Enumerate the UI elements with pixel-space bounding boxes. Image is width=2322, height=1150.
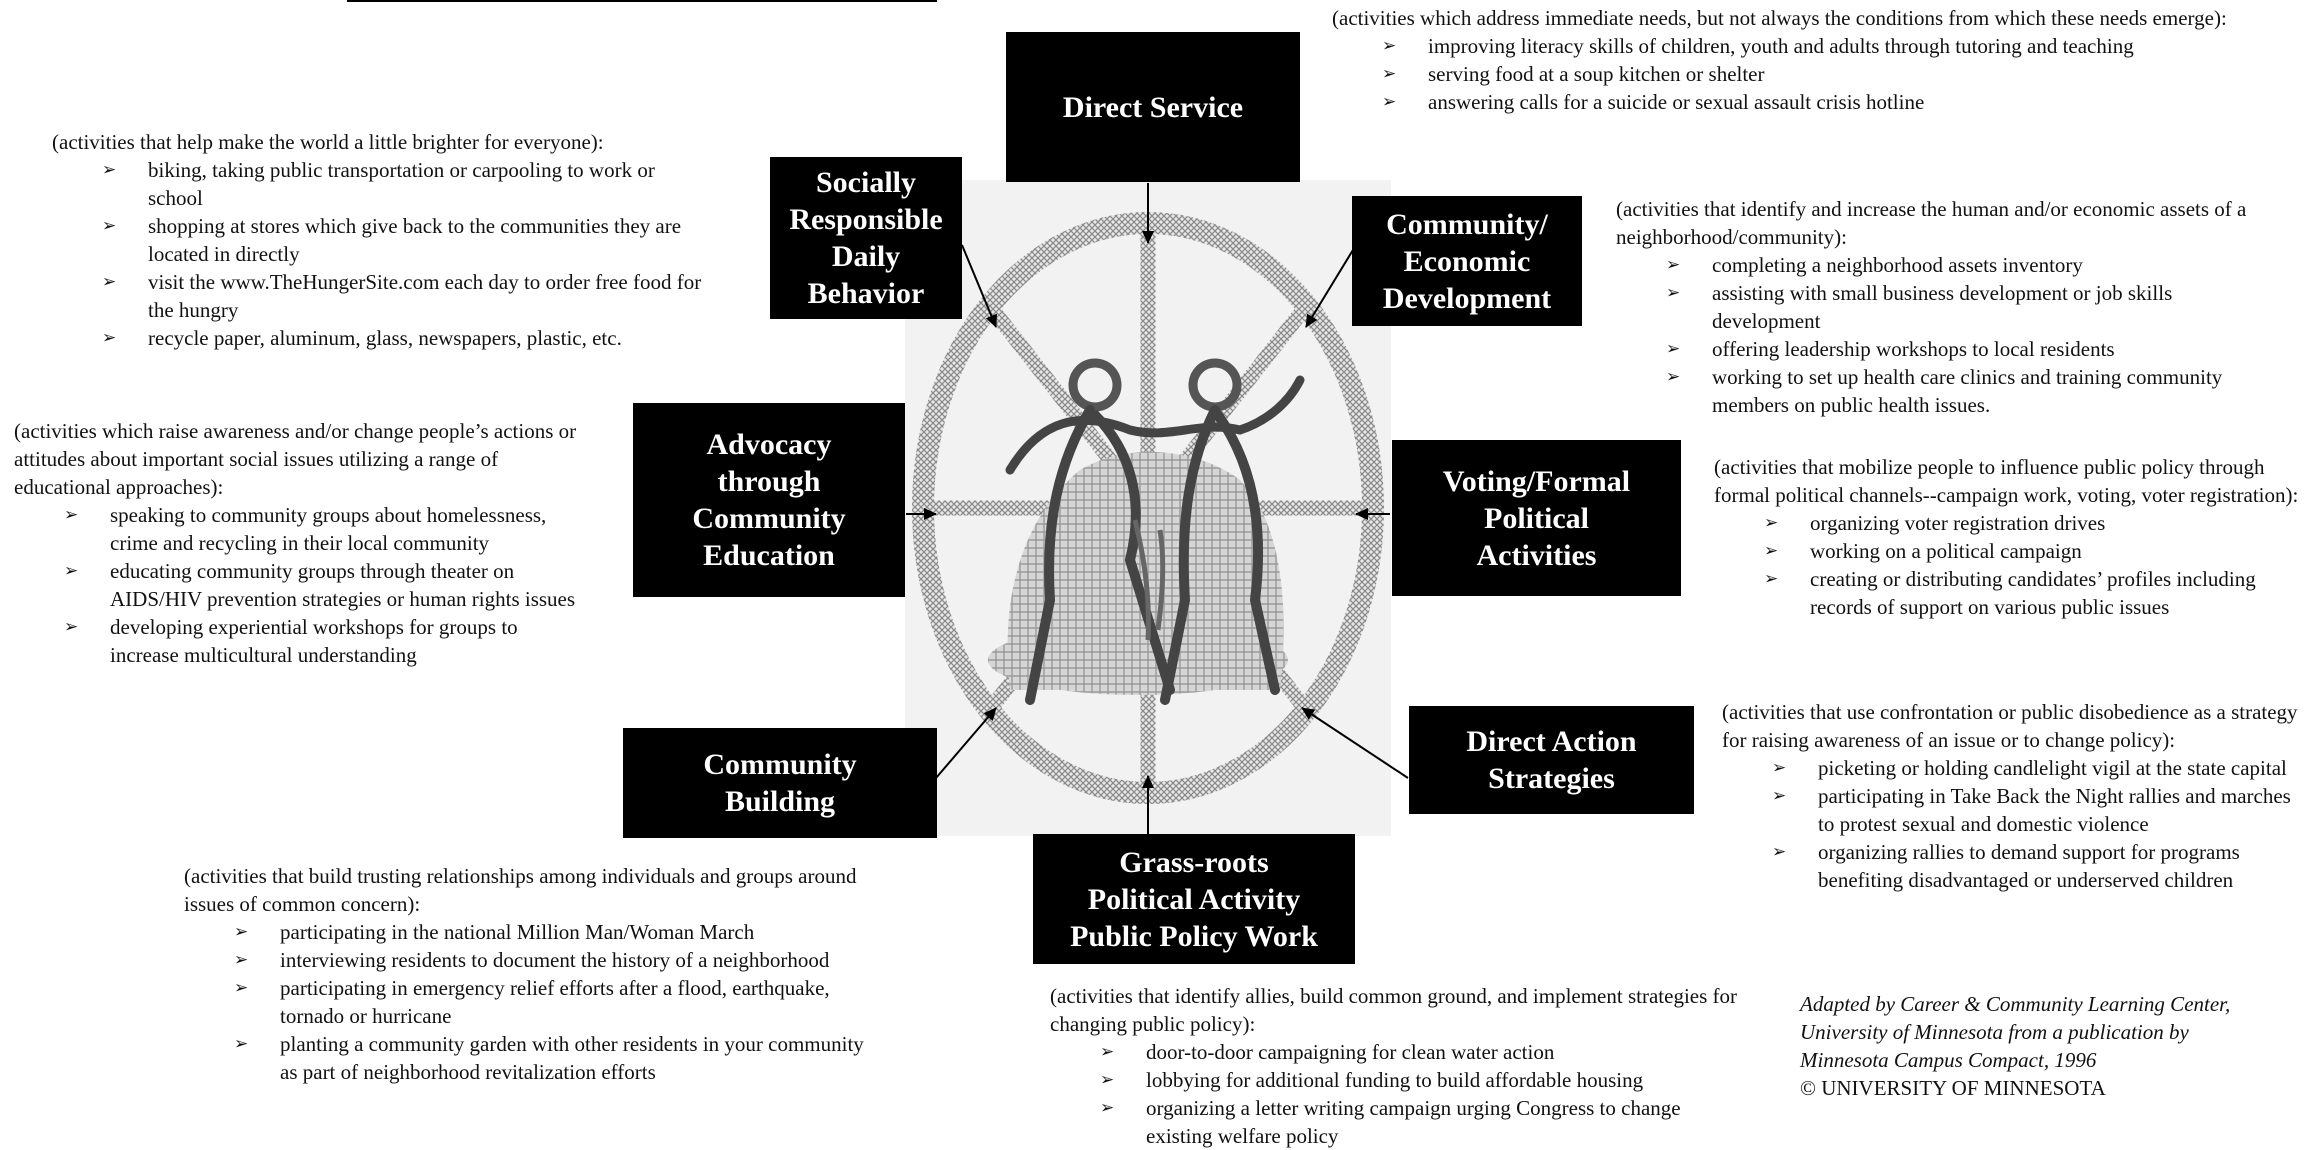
bullet-arrow-icon: ➢ (1666, 255, 1681, 275)
list-item: ➢educating community groups through thea… (64, 559, 576, 611)
copyright-line: © UNIVERSITY OF MINNESOTA (1800, 1076, 2106, 1100)
bullet-arrow-icon: ➢ (1772, 758, 1787, 778)
category-box-direct-service: Direct Service (1006, 32, 1300, 182)
bullet-arrow-icon: ➢ (102, 160, 117, 180)
bullet-arrow-icon: ➢ (234, 950, 249, 970)
description-community-economic: (activities that identify and increase t… (1616, 195, 2296, 419)
bullet-arrow-icon: ➢ (1382, 92, 1397, 112)
connector-arrows (906, 183, 1409, 834)
description-direct-service: (activities which address immediate need… (1332, 4, 2232, 116)
bullet-arrow-icon: ➢ (1100, 1070, 1115, 1090)
list-item: ➢organizing a letter writing campaign ur… (1100, 1096, 1681, 1148)
bullet-arrow-icon: ➢ (1382, 64, 1397, 84)
list-item: ➢completing a neighborhood assets invent… (1666, 253, 2083, 277)
description-voting: (activities that mobilize people to infl… (1714, 453, 2314, 621)
bullet-arrow-icon: ➢ (1382, 36, 1397, 56)
list-item: ➢participating in Take Back the Night ra… (1772, 784, 2291, 836)
list-item: ➢organizing voter registration drives (1764, 511, 2106, 535)
list-item: ➢participating in emergency relief effor… (234, 976, 830, 1028)
credit-note: Adapted by Career & Community Learning C… (1800, 990, 2230, 1102)
bullet-arrow-icon: ➢ (1764, 569, 1779, 589)
description-intro: (activities that identify allies, build … (1050, 984, 1738, 1036)
list-item: ➢interviewing residents to document the … (234, 948, 830, 972)
bullet-arrow-icon: ➢ (1764, 513, 1779, 533)
description-intro: (activities which raise awareness and/or… (14, 419, 577, 499)
list-item: ➢working on a political campaign (1764, 539, 2082, 563)
bullet-arrow-icon: ➢ (1764, 541, 1779, 561)
bullet-arrow-icon: ➢ (234, 978, 249, 998)
description-intro: (activities that use confrontation or pu… (1722, 700, 2298, 752)
list-item: ➢creating or distributing candidates’ pr… (1764, 567, 2256, 619)
description-intro: (activities which address immediate need… (1332, 6, 2227, 30)
description-grassroots: (activities that identify allies, build … (1050, 982, 1750, 1150)
bullet-arrow-icon: ➢ (1666, 339, 1681, 359)
description-intro: (activities that build trusting relation… (184, 864, 857, 916)
credit-line: Minnesota Campus Compact, 1996 (1800, 1048, 2097, 1072)
list-item: ➢door-to-door campaigning for clean wate… (1100, 1040, 1555, 1064)
list-item: ➢biking, taking public transportation or… (102, 158, 655, 210)
list-item: ➢lobbying for additional funding to buil… (1100, 1068, 1644, 1092)
list-item: ➢organizing rallies to demand support fo… (1772, 840, 2240, 892)
bullet-arrow-icon: ➢ (64, 561, 79, 581)
list-item: ➢working to set up health care clinics a… (1666, 365, 2223, 417)
bullet-arrow-icon: ➢ (1666, 367, 1681, 387)
bullet-arrow-icon: ➢ (234, 1034, 249, 1054)
bullet-arrow-icon: ➢ (102, 216, 117, 236)
list-item: ➢improving literacy skills of children, … (1382, 34, 2134, 58)
category-box-voting: Voting/Formal Political Activities (1392, 440, 1681, 596)
category-box-grassroots: Grass-roots Political Activity Public Po… (1033, 834, 1355, 964)
bullet-arrow-icon: ➢ (1772, 842, 1787, 862)
list-item: ➢speaking to community groups about home… (64, 503, 547, 555)
bullet-arrow-icon: ➢ (1100, 1098, 1115, 1118)
people-figures-icon (988, 358, 1305, 705)
bullet-arrow-icon: ➢ (64, 505, 79, 525)
description-intro: (activities that mobilize people to infl… (1714, 455, 2299, 507)
bullet-arrow-icon: ➢ (102, 272, 117, 292)
description-intro: (activities that identify and increase t… (1616, 197, 2247, 249)
list-item: ➢serving food at a soup kitchen or shelt… (1382, 62, 1765, 86)
list-item: ➢participating in the national Million M… (234, 920, 755, 944)
list-item: ➢recycle paper, aluminum, glass, newspap… (102, 326, 622, 350)
bullet-arrow-icon: ➢ (234, 922, 249, 942)
title-underline (347, 0, 937, 2)
list-item: ➢developing experiential workshops for g… (64, 615, 518, 667)
list-item: ➢picketing or holding candlelight vigil … (1772, 756, 2287, 780)
list-item: ➢planting a community garden with other … (234, 1032, 864, 1084)
credit-line: University of Minnesota from a publicati… (1800, 1020, 2189, 1044)
list-item: ➢visit the www.TheHungerSite.com each da… (102, 270, 702, 322)
list-item: ➢shopping at stores which give back to t… (102, 214, 682, 266)
bullet-arrow-icon: ➢ (64, 617, 79, 637)
list-item: ➢assisting with small business developme… (1666, 281, 2173, 333)
description-socially-responsible: (activities that help make the world a l… (52, 128, 752, 352)
list-item: ➢offering leadership workshops to local … (1666, 337, 2115, 361)
description-community-building: (activities that build trusting relation… (184, 862, 904, 1086)
bullet-arrow-icon: ➢ (1100, 1042, 1115, 1062)
category-box-advocacy: Advocacy through Community Education (633, 403, 905, 597)
credit-line: Adapted by Career & Community Learning C… (1800, 992, 2231, 1016)
description-intro: (activities that help make the world a l… (52, 130, 604, 154)
description-direct-action: (activities that use confrontation or pu… (1722, 698, 2312, 894)
bullet-arrow-icon: ➢ (1666, 283, 1681, 303)
bullet-arrow-icon: ➢ (1772, 786, 1787, 806)
category-box-community-building: Community Building (623, 728, 937, 838)
category-box-direct-action: Direct Action Strategies (1409, 706, 1694, 814)
list-item: ➢answering calls for a suicide or sexual… (1382, 90, 1925, 114)
bullet-arrow-icon: ➢ (102, 328, 117, 348)
category-box-community-economic: Community/ Economic Development (1352, 196, 1582, 326)
category-box-socially-responsible: Socially Responsible Daily Behavior (770, 157, 962, 319)
description-advocacy: (activities which raise awareness and/or… (14, 417, 594, 669)
